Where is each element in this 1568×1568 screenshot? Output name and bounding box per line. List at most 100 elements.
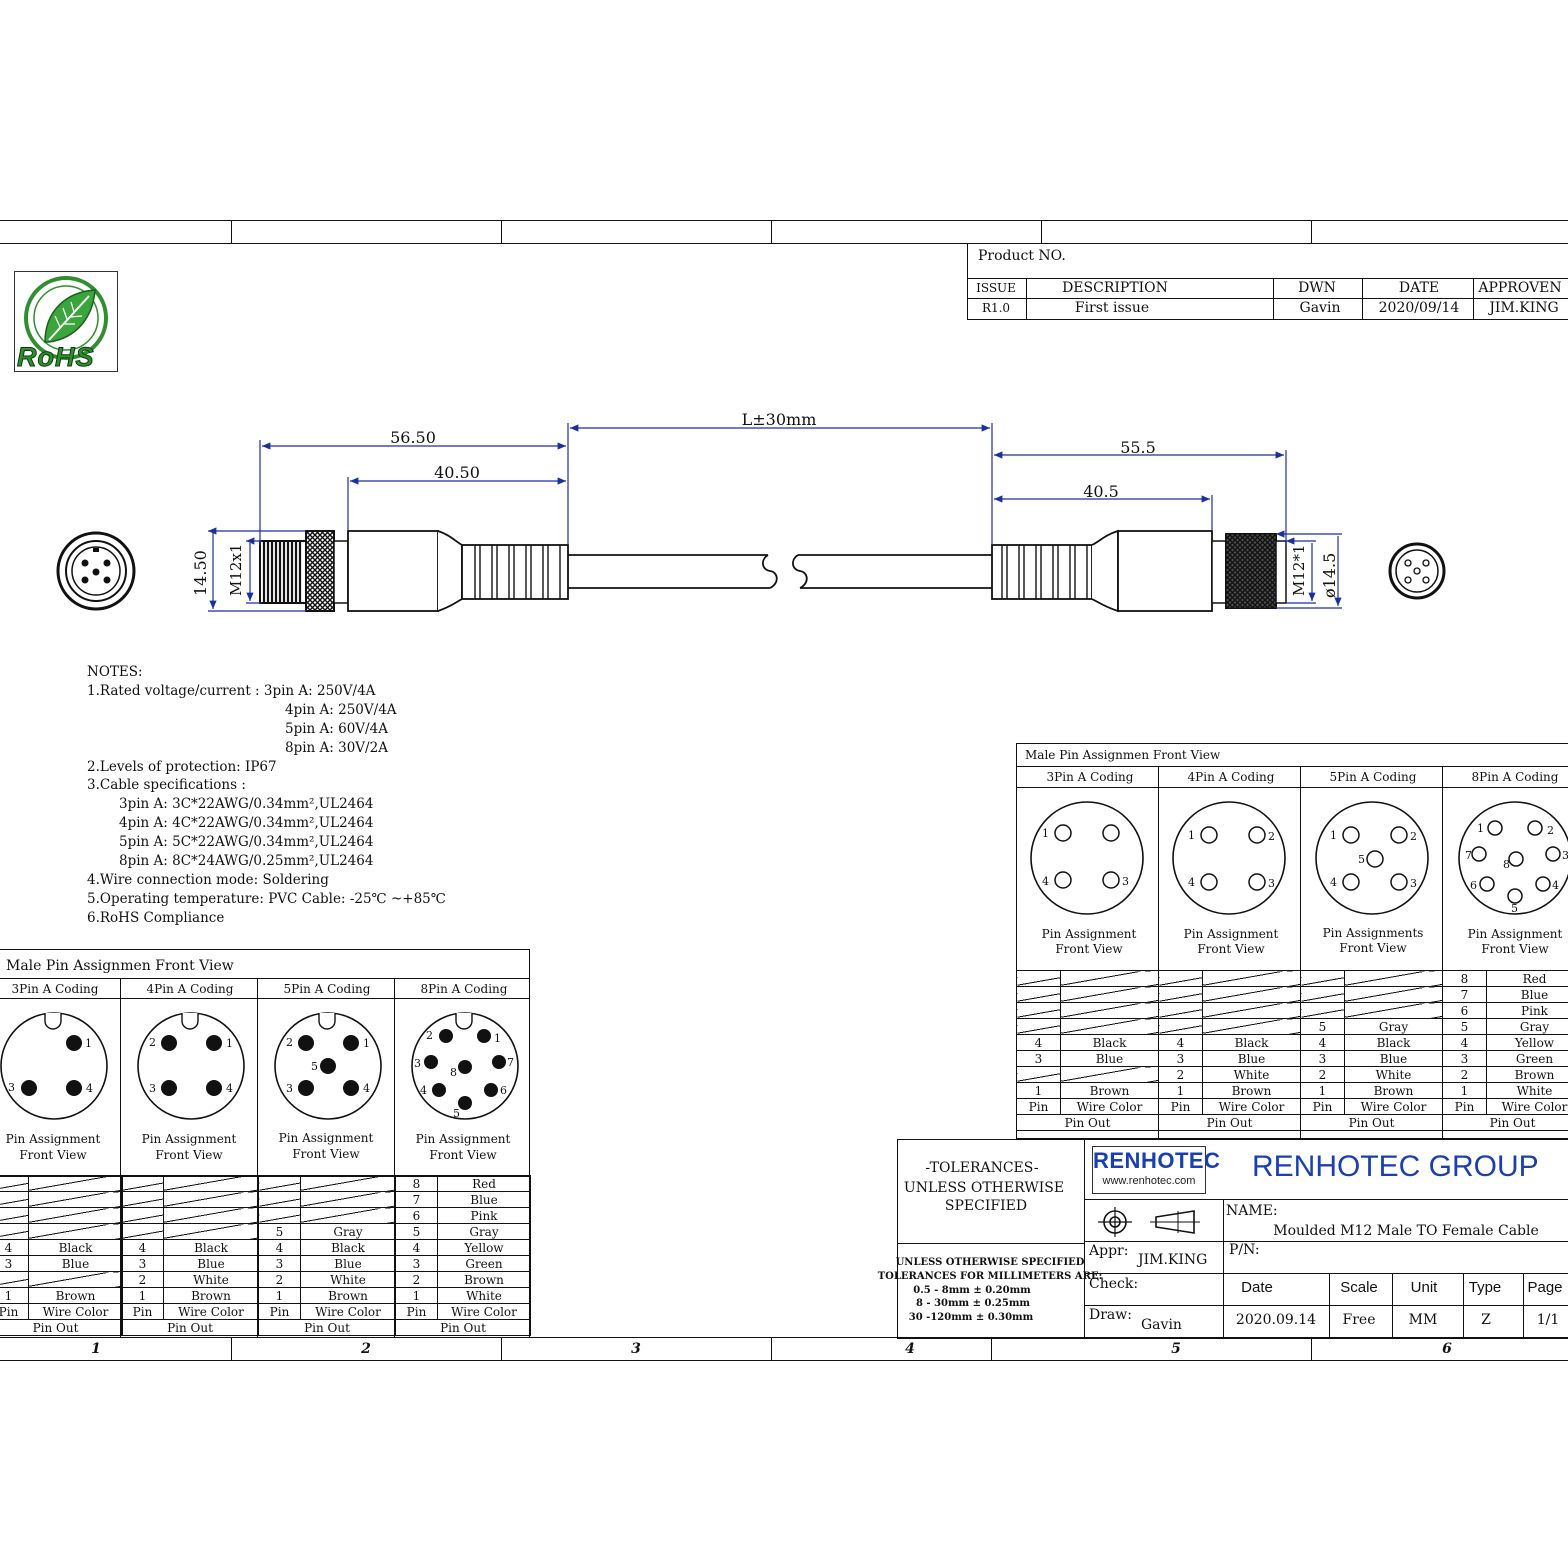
table-row: Pin Out: [0, 1319, 123, 1336]
unused-cell: [28, 1223, 123, 1240]
tolerance-line: TOLERANCES FOR MILLIMETERS ARE:: [877, 1271, 1103, 1282]
svg-text:4: 4: [1042, 875, 1049, 888]
issue-label: ISSUE: [976, 281, 1016, 295]
left-caption: Pin Assignment: [141, 1132, 237, 1146]
left-coding-4pin: 4Pin A Coding: [146, 982, 234, 996]
right-coding-3pin: 3Pin A Coding: [1046, 770, 1134, 784]
wiring-cell: Wire Color: [1202, 1098, 1301, 1115]
wiring-cell: Wire Color: [1486, 1098, 1568, 1115]
right-caption: Front View: [1481, 942, 1549, 956]
rohs-text: RoHS: [17, 342, 95, 373]
note-line: 8pin A: 30V/2A: [285, 739, 388, 756]
svg-text:1: 1: [1042, 827, 1049, 840]
dim-m12-1: M12*1: [1290, 544, 1308, 597]
wiring-cell: White: [1486, 1082, 1568, 1099]
svg-text:1: 1: [494, 1032, 501, 1045]
wiring-cell: Pin Out: [1016, 1114, 1159, 1131]
approven-value: JIM.KING: [1489, 300, 1559, 316]
wiring-cell: 3: [121, 1255, 164, 1272]
wiring-cell: White: [1202, 1066, 1301, 1083]
wiring-cell: Blue: [1344, 1050, 1443, 1067]
table-row: [1016, 1066, 1159, 1083]
wiring-cell: Brown: [437, 1271, 531, 1288]
unused-cell: [1344, 1002, 1443, 1019]
wiring-cell: Black: [1344, 1034, 1443, 1051]
wiring-cell: Black: [300, 1239, 396, 1256]
unused-cell: [1016, 1002, 1061, 1019]
unused-cell: [163, 1223, 259, 1240]
right-coding-8pin: 8Pin A Coding: [1471, 770, 1559, 784]
product-no-label: Product NO.: [978, 248, 1066, 264]
unused-cell: [0, 1271, 29, 1288]
table-row: [1300, 1002, 1443, 1019]
date-label: DATE: [1398, 280, 1440, 296]
renhotec-logo-text: RENHOTEC: [1093, 1148, 1221, 1173]
table-row: Pin Out: [1442, 1114, 1568, 1131]
notes-block: NOTES: 1.Rated voltage/current : 3pin A:…: [87, 663, 446, 928]
left-caption: Front View: [19, 1148, 87, 1162]
female-connector: [991, 529, 1287, 613]
unused-cell: [28, 1175, 123, 1192]
tolerances-heading: UNLESS OTHERWISE: [903, 1180, 1065, 1196]
table-row: Pin Out: [395, 1319, 531, 1336]
tolerances-heading: SPECIFIED: [944, 1198, 1028, 1214]
header-border: [1273, 278, 1274, 319]
left-caption: Pin Assignment: [5, 1132, 101, 1146]
table-row: [0, 1191, 123, 1208]
wiring-cell: Pin: [121, 1303, 164, 1320]
svg-text:7: 7: [507, 1056, 514, 1069]
unused-cell: [0, 1207, 29, 1224]
table-row: [258, 1207, 396, 1224]
svg-text:4: 4: [363, 1082, 370, 1095]
unit-label: Unit: [1410, 1279, 1438, 1296]
unused-cell: [1016, 1018, 1061, 1035]
table-row: [121, 1207, 259, 1224]
frame-bottom-line: [0, 1337, 1568, 1338]
right-caption: Front View: [1197, 942, 1265, 956]
left-caption: Front View: [429, 1148, 497, 1162]
svg-text:4: 4: [86, 1082, 93, 1095]
table-row: Pin Out: [258, 1319, 396, 1336]
svg-text:4: 4: [420, 1084, 427, 1097]
note-line: 3.Cable specifications :: [87, 777, 246, 794]
unused-cell: [121, 1223, 164, 1240]
appr-label: Appr:: [1089, 1243, 1129, 1259]
wiring-cell: Pin: [1300, 1098, 1345, 1115]
wiring-cell: 5: [1442, 1018, 1487, 1035]
frame-tick: [1311, 1337, 1312, 1360]
wiring-cell: Wire Color: [1344, 1098, 1443, 1115]
date-col-value: 2020.09.14: [1235, 1312, 1317, 1328]
wiring-cell: 2: [1442, 1066, 1487, 1083]
wiring-cell: 4: [1016, 1034, 1061, 1051]
wiring-cell: 4: [0, 1239, 29, 1256]
wiring-cell: Blue: [1486, 986, 1568, 1003]
frame-top-line: [0, 220, 1568, 221]
unused-cell: [1300, 970, 1345, 987]
wiring-cell: 1: [1158, 1082, 1203, 1099]
svg-text:5: 5: [453, 1107, 460, 1120]
tolerance-line: 30 -120mm ± 0.30mm: [908, 1312, 1034, 1323]
zone-label: 6: [1442, 1341, 1452, 1357]
wiring-cell: 1: [258, 1287, 301, 1304]
cable-body: [568, 554, 992, 589]
right-caption: Pin Assignment: [1041, 927, 1137, 941]
table-row: [1300, 970, 1443, 987]
table-row: [0, 1223, 123, 1240]
frame-tick: [501, 220, 502, 243]
wiring-cell: Blue: [28, 1255, 123, 1272]
unused-cell: [0, 1191, 29, 1208]
header-border: [967, 298, 1568, 299]
issue-value: R1.0: [981, 301, 1011, 315]
